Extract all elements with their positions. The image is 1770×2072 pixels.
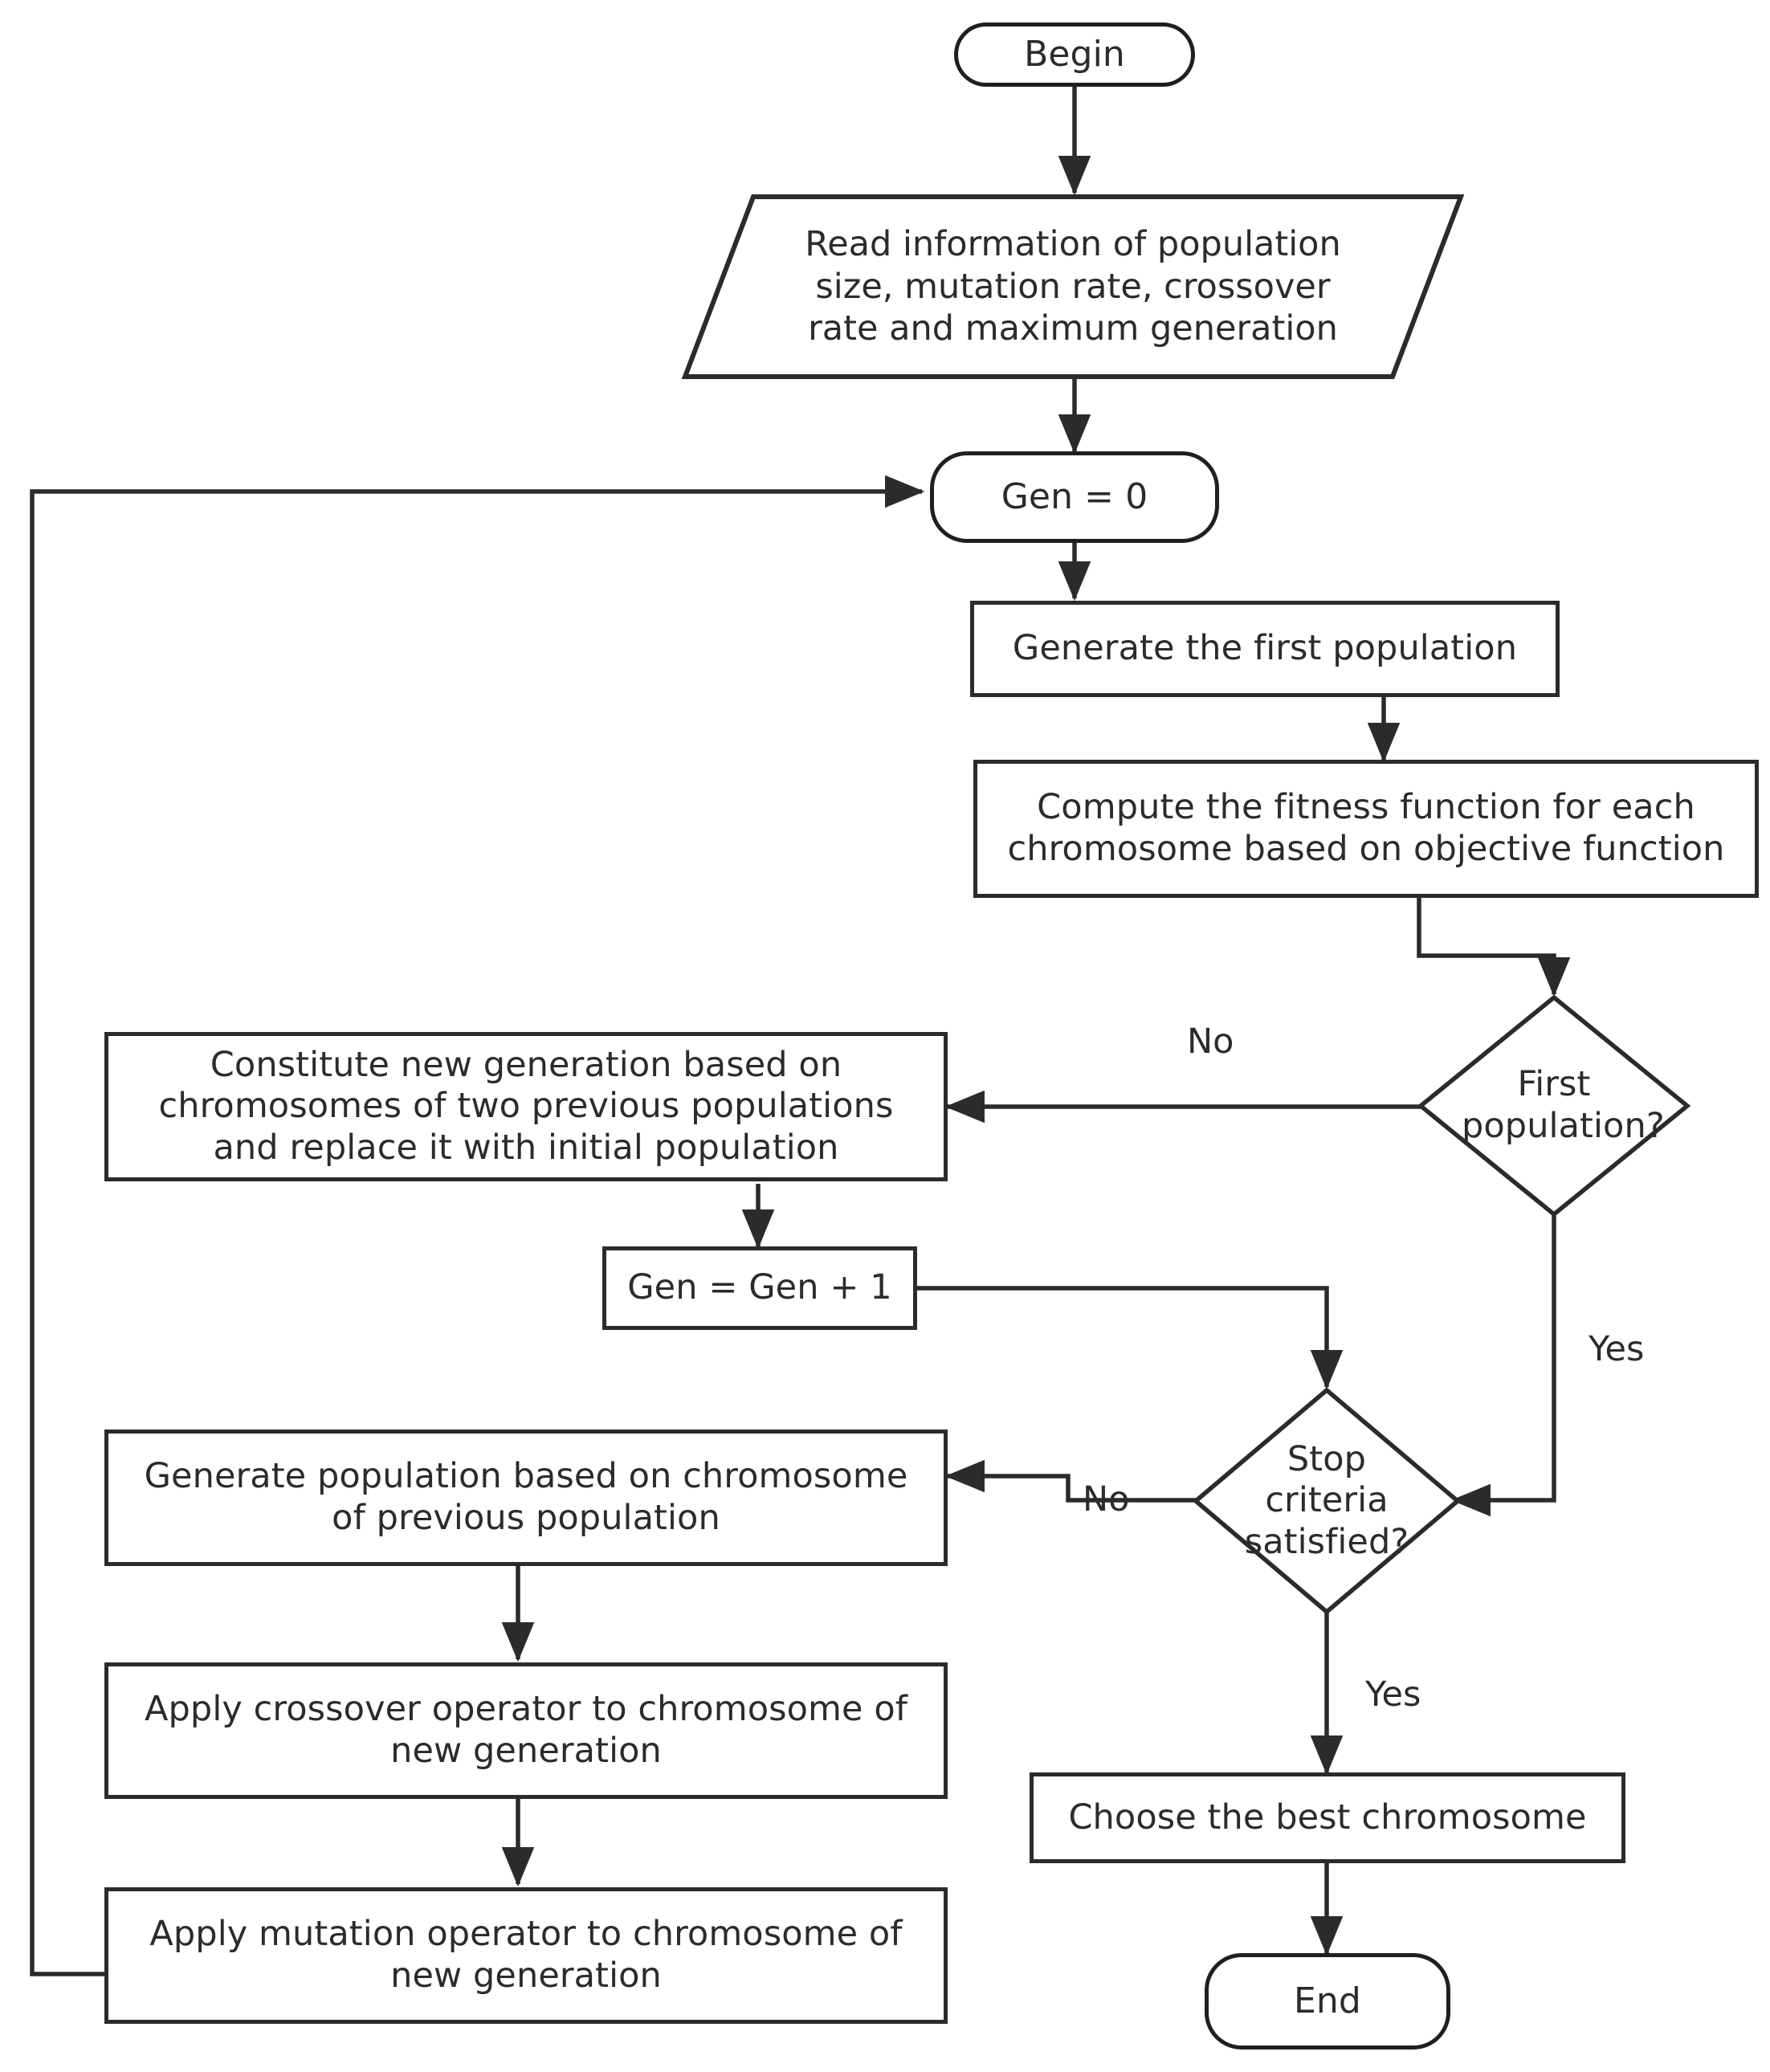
edge-label-stop-criteria-yes: Yes (1365, 1674, 1421, 1715)
edge-compute-to-first-population (1417, 898, 1571, 997)
node-constitute-new-generation[interactable]: Constitute new generation based on chrom… (104, 1032, 948, 1181)
edge-label-first-population-no: No (1187, 1022, 1234, 1062)
edge-mutation-loop-to-gen0 (30, 475, 925, 1976)
diamond-shape-first-population (1417, 994, 1690, 1218)
node-gen-increment-label: Gen = Gen + 1 (627, 1267, 892, 1308)
edge-stop-criteria-no (944, 1459, 1199, 1503)
node-apply-crossover-label: Apply crossover operator to chromosome o… (145, 1689, 907, 1771)
node-choose-best-chromosome[interactable]: Choose the best chromosome (1030, 1772, 1625, 1863)
node-stop-criteria-decision-label: Stop criteria satisfied? (1244, 1438, 1409, 1562)
node-generate-first-population-label: Generate the first population (1012, 628, 1518, 669)
node-generate-population[interactable]: Generate population based on chromosome … (104, 1430, 948, 1566)
node-read-information-label: Read information of population size, mut… (805, 224, 1341, 349)
parallelogram-shape (681, 194, 1465, 379)
node-apply-crossover[interactable]: Apply crossover operator to chromosome o… (104, 1662, 948, 1799)
node-begin[interactable]: Begin (954, 22, 1195, 87)
node-apply-mutation-label: Apply mutation operator to chromosome of… (149, 1914, 903, 1996)
node-compute-fitness[interactable]: Compute the fitness function for each ch… (973, 760, 1759, 898)
node-generate-population-label: Generate population based on chromosome … (144, 1456, 908, 1538)
edge-label-first-population-yes: Yes (1589, 1329, 1645, 1369)
node-apply-mutation[interactable]: Apply mutation operator to chromosome of… (104, 1887, 948, 2024)
node-first-population-decision[interactable]: First population? (1417, 994, 1690, 1218)
node-read-information[interactable]: Read information of population size, mut… (681, 193, 1465, 381)
node-compute-fitness-label: Compute the fitness function for each ch… (1007, 787, 1725, 869)
node-generate-first-population[interactable]: Generate the first population (970, 601, 1560, 697)
diamond-shape-stop-criteria (1193, 1387, 1461, 1615)
node-gen-increment[interactable]: Gen = Gen + 1 (602, 1246, 917, 1330)
node-first-population-decision-label: First population? (1462, 1064, 1665, 1146)
edge-label-stop-criteria-no: No (1083, 1479, 1130, 1519)
edge-gen-increment-to-stop (916, 1286, 1344, 1390)
node-stop-criteria-decision[interactable]: Stop criteria satisfied? (1193, 1387, 1461, 1615)
node-choose-best-chromosome-label: Choose the best chromosome (1068, 1797, 1587, 1837)
node-constitute-new-generation-label: Constitute new generation based on chrom… (158, 1044, 894, 1168)
node-end[interactable]: End (1205, 1953, 1450, 2050)
node-end-label: End (1294, 1980, 1361, 2021)
node-begin-label: Begin (1024, 33, 1125, 75)
edge-first-population-yes (1450, 1214, 1556, 1517)
node-gen-zero[interactable]: Gen = 0 (930, 451, 1219, 543)
node-gen-zero-label: Gen = 0 (1001, 475, 1148, 517)
